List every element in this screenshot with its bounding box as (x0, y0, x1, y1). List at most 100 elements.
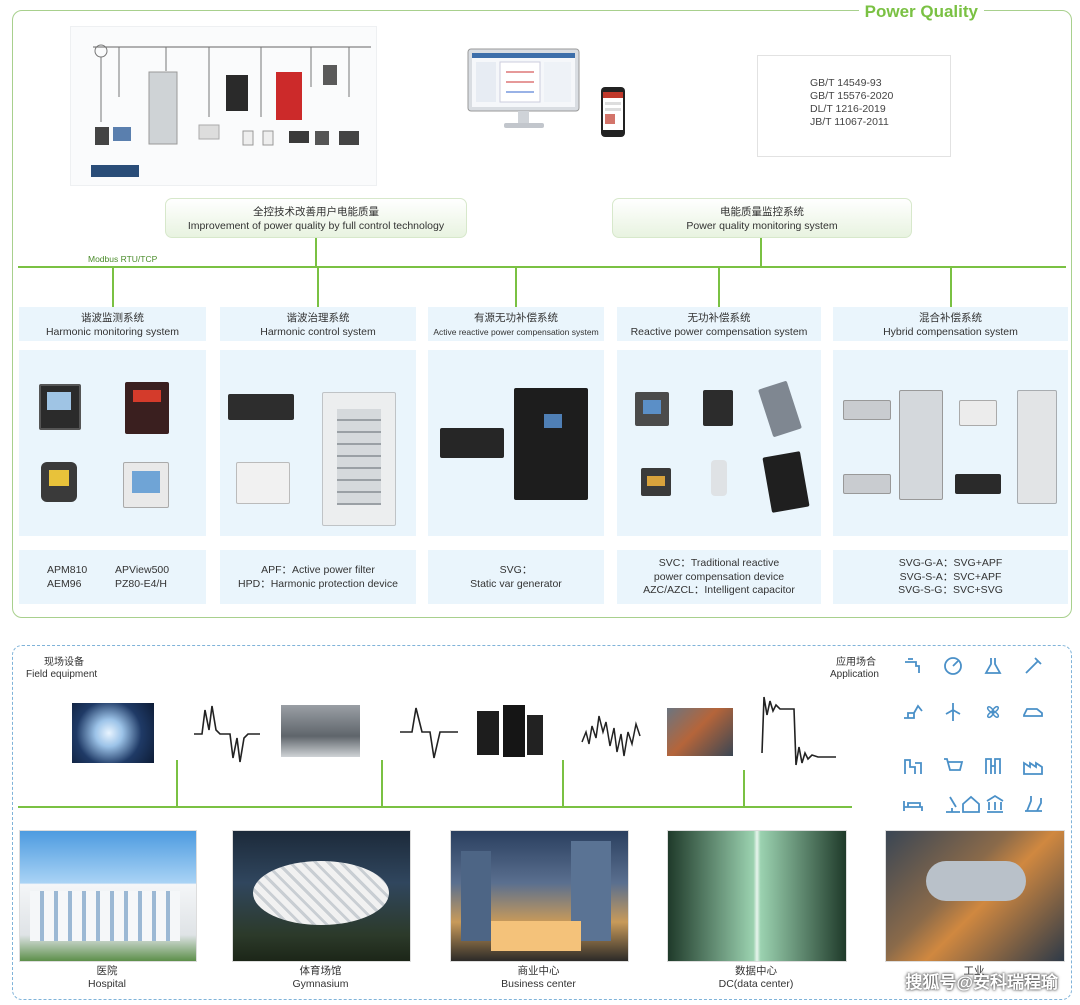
place-label-industry: 工业 (885, 965, 1063, 978)
meter-device (39, 384, 81, 430)
wind-turbine-icon (945, 703, 961, 721)
place-label-gymnasium: 体育场馆 Gymnasium (232, 965, 409, 991)
connector-line (112, 267, 114, 307)
application-en: Application (830, 669, 879, 680)
column-header-active-reactive: 有源无功补偿系统 Active reactive power compensat… (428, 307, 604, 341)
application-icon-grid (900, 655, 1060, 820)
monitoring-system-pill: 电能质量监控系统 Power quality monitoring system (612, 198, 912, 238)
module-device (843, 474, 891, 494)
standard-item: GB/T 14549-93 (810, 77, 882, 89)
industrial-plant-icon (1023, 761, 1043, 775)
house-icon (962, 795, 980, 813)
standards-box (757, 55, 951, 157)
column-title-zh: 混合补偿系统 (919, 312, 982, 324)
hpd-device (236, 462, 290, 504)
hybrid-cabinet (899, 390, 943, 500)
industry-image (885, 830, 1065, 962)
footer-line: Static var generator (470, 577, 562, 590)
column-header-harmonic-control: 谐波治理系统 Harmonic control system (220, 307, 416, 341)
meter-device (41, 462, 77, 502)
page-title: Power Quality (858, 2, 984, 22)
place-en: Gymnasium (292, 978, 349, 990)
lab-flask-icon (984, 658, 1002, 674)
place-label-business-center: 商业中心 Business center (450, 965, 627, 991)
connector-line (562, 760, 564, 806)
reactor-device (758, 380, 802, 438)
model-label: PZ80-E4/H (115, 578, 167, 590)
apf-cabinet (322, 392, 396, 526)
factory-icon (904, 759, 922, 774)
harmonic-monitoring-devices (19, 350, 206, 536)
column-title-zh: 谐波治理系统 (286, 312, 350, 324)
bus-label: Modbus RTU/TCP (88, 254, 158, 264)
column-title-zh: 谐波监测系统 (81, 312, 144, 324)
hospital-ward-image (281, 705, 360, 757)
standard-item: GB/T 15576-2020 (810, 90, 894, 102)
column-header-hybrid: 混合补偿系统 Hybrid compensation system (833, 307, 1068, 341)
factory-line-image (667, 708, 733, 756)
footer-line: SVG-S-G：SVC+SVG (898, 584, 1003, 596)
connector-line (381, 760, 383, 806)
power-quality-frame (12, 10, 1072, 618)
place-zh: 医院 (96, 965, 118, 977)
column-title-en: Harmonic monitoring system (45, 326, 180, 338)
ups-equipment-image (473, 705, 545, 759)
distorted-waveform-icon (194, 705, 260, 763)
intelligent-capacitor-device (762, 451, 810, 513)
cart-icon (944, 758, 964, 771)
noisy-waveform-icon (581, 715, 641, 757)
column-header-reactive: 无功补偿系统 Reactive power compensation syste… (617, 307, 821, 341)
field-equipment-zh: 现场设备 (44, 657, 84, 668)
mobile-app-icon (600, 86, 626, 138)
microscope-icon (946, 796, 960, 813)
footer-line: SVG： (499, 564, 533, 576)
faucet-icon (905, 658, 920, 673)
fan-icon (986, 705, 1000, 719)
energy-saving-lamp-image (72, 703, 154, 763)
svg-module (440, 428, 504, 458)
apf-module (228, 394, 294, 420)
place-zh: 数据中心 (735, 965, 777, 977)
connector-line (317, 267, 319, 307)
place-en: Business center (501, 978, 576, 990)
data-center-image (667, 830, 847, 962)
footer-line: SVG-S-A：SVC+APF (899, 570, 1002, 583)
field-application-frame (12, 645, 1072, 1000)
connector-line (515, 267, 517, 307)
meter-device (125, 382, 169, 434)
full-control-pill: 全控技术改善用户电能质量 Improvement of power qualit… (165, 198, 467, 238)
column-header-harmonic-monitoring: 谐波监测系统 Harmonic monitoring system (19, 307, 206, 341)
footer-reactive: SVC：Traditional reactive power compensat… (617, 550, 821, 604)
hospital-image (19, 830, 197, 962)
model-label: APView500 (115, 564, 170, 576)
pill-zh: 电能质量监控系统 (720, 206, 804, 218)
place-label-hospital: 医院 Hospital (19, 965, 195, 991)
footer-hybrid: SVG-G-A：SVG+APF SVG-S-A：SVC+APF SVG-S-G：… (833, 550, 1068, 604)
place-zh: 工业 (963, 965, 985, 977)
gauge-icon (944, 657, 962, 675)
connector-line (718, 267, 720, 307)
pill-en: Power quality monitoring system (686, 220, 838, 232)
pulse-waveform-icon (400, 707, 458, 759)
capacitor-device (711, 460, 727, 496)
column-title-en: Reactive power compensation system (630, 326, 808, 338)
footer-active-reactive: SVG： Static var generator (428, 550, 604, 604)
monitor-software-icon (466, 47, 581, 131)
module-device (959, 400, 997, 426)
watermark: 搜狐号@安科瑞程瑜 (905, 973, 1058, 992)
footer-harmonic-control: APF：Active power filter HPD：Harmonic pro… (220, 550, 416, 604)
car-icon (1023, 708, 1043, 717)
connector-line (950, 267, 952, 307)
place-zh: 商业中心 (517, 965, 560, 977)
chemistry-icon (1025, 796, 1042, 812)
meter-device (123, 462, 169, 508)
place-en: DC(data center) (718, 978, 794, 990)
module-device (843, 400, 891, 420)
active-reactive-devices (428, 350, 604, 536)
field-bus-line (18, 806, 852, 808)
footer-line: SVG-G-A：SVG+APF (898, 557, 1003, 569)
place-en: Hospital (88, 978, 126, 990)
column-title-en: Harmonic control system (260, 326, 376, 338)
pill-en: Improvement of power quality by full con… (187, 220, 445, 232)
hybrid-cabinet (1017, 390, 1057, 504)
